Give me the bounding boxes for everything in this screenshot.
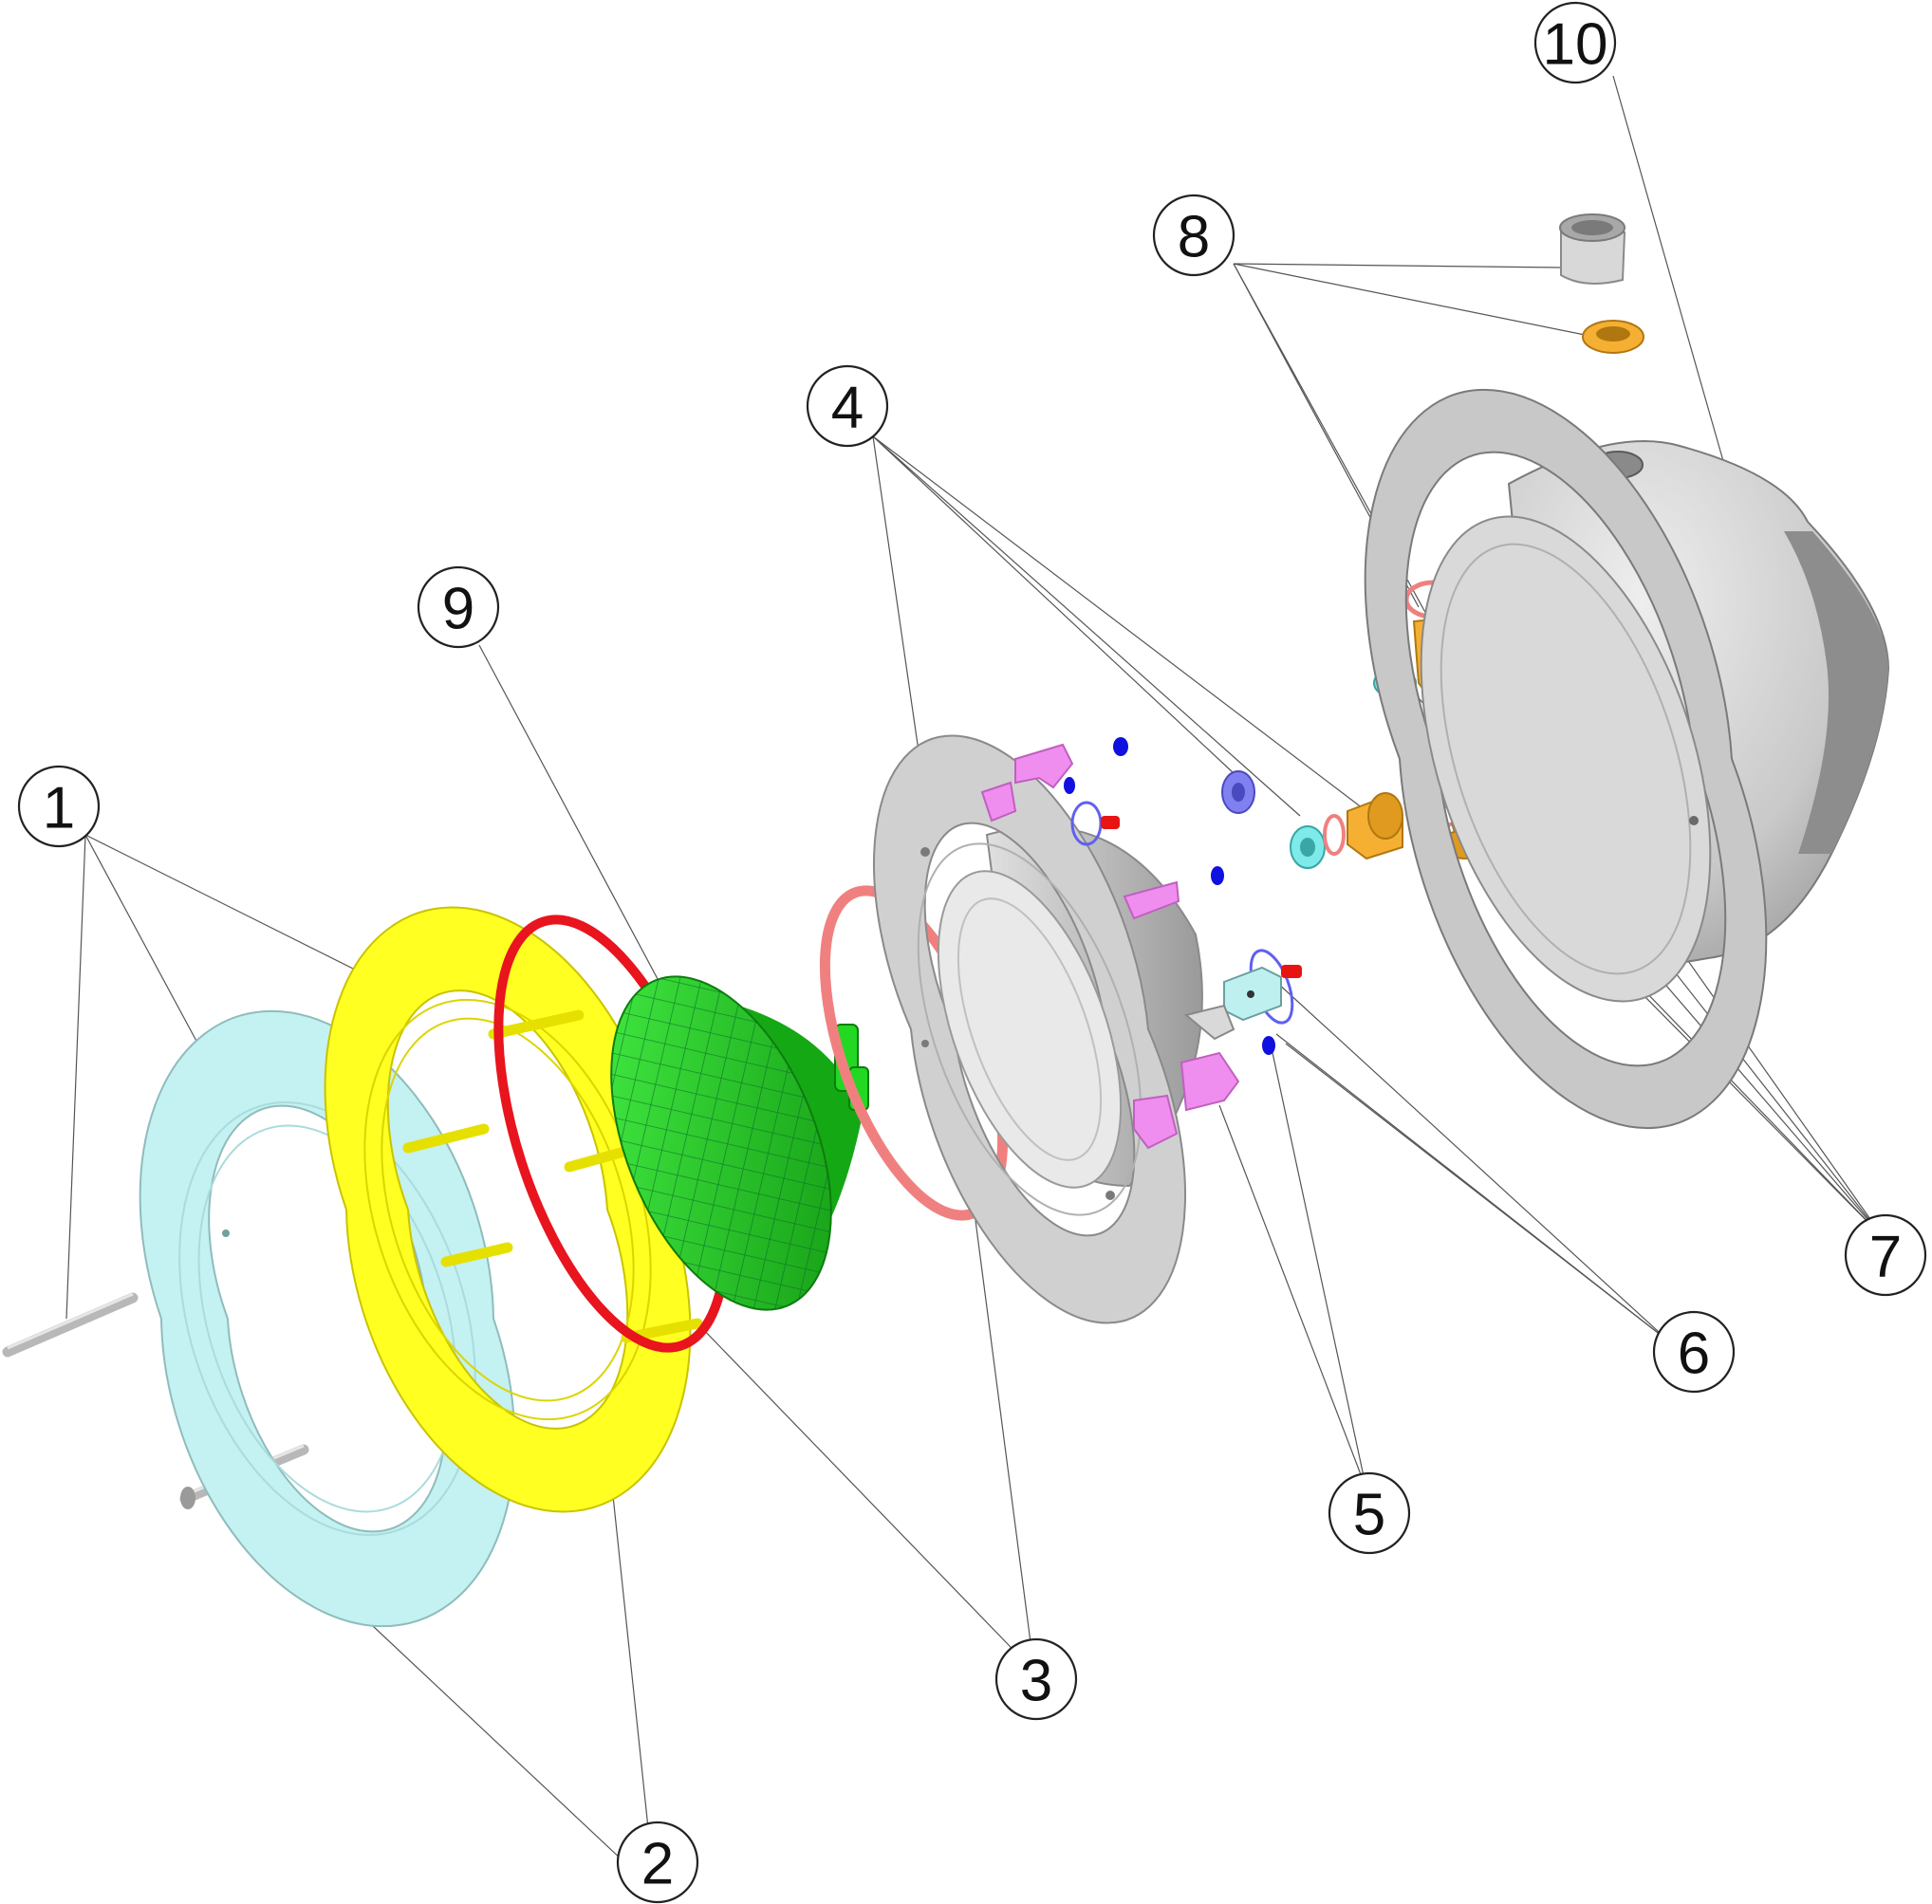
callout-2: 2	[616, 1821, 699, 1904]
flange	[324, 906, 703, 1513]
coupling-nut	[1559, 213, 1644, 354]
callout-9-label: 9	[442, 577, 474, 642]
callout-10: 10	[1533, 1, 1617, 84]
callout-5: 5	[1328, 1471, 1411, 1555]
callout-1: 1	[17, 765, 101, 848]
leader-lines	[65, 75, 1885, 1892]
screw-upper	[2, 1292, 139, 1358]
callout-8: 8	[1152, 194, 1235, 277]
callout-6: 6	[1652, 1310, 1736, 1394]
callout-7-label: 7	[1869, 1225, 1902, 1290]
callout-4-label: 4	[831, 376, 864, 441]
connector-block	[1183, 966, 1282, 1041]
niche-housing	[1364, 389, 1890, 1129]
callout-10-label: 10	[1543, 12, 1608, 78]
callout-7: 7	[1844, 1213, 1927, 1297]
callout-1-label: 1	[43, 776, 75, 841]
callout-2-label: 2	[641, 1832, 674, 1897]
callout-3-label: 3	[1020, 1649, 1052, 1714]
callout-4: 4	[806, 364, 889, 448]
small-seals	[1064, 737, 1302, 1055]
callout-6-label: 6	[1678, 1322, 1710, 1387]
callout-5-label: 5	[1353, 1483, 1385, 1548]
lamp	[610, 975, 869, 1311]
callout-8-label: 8	[1178, 205, 1210, 270]
callout-9: 9	[417, 565, 500, 649]
lamp-housing	[873, 734, 1203, 1324]
callout-3: 3	[994, 1637, 1078, 1721]
fitting-group-4	[1221, 770, 1403, 869]
clips	[980, 743, 1240, 1150]
